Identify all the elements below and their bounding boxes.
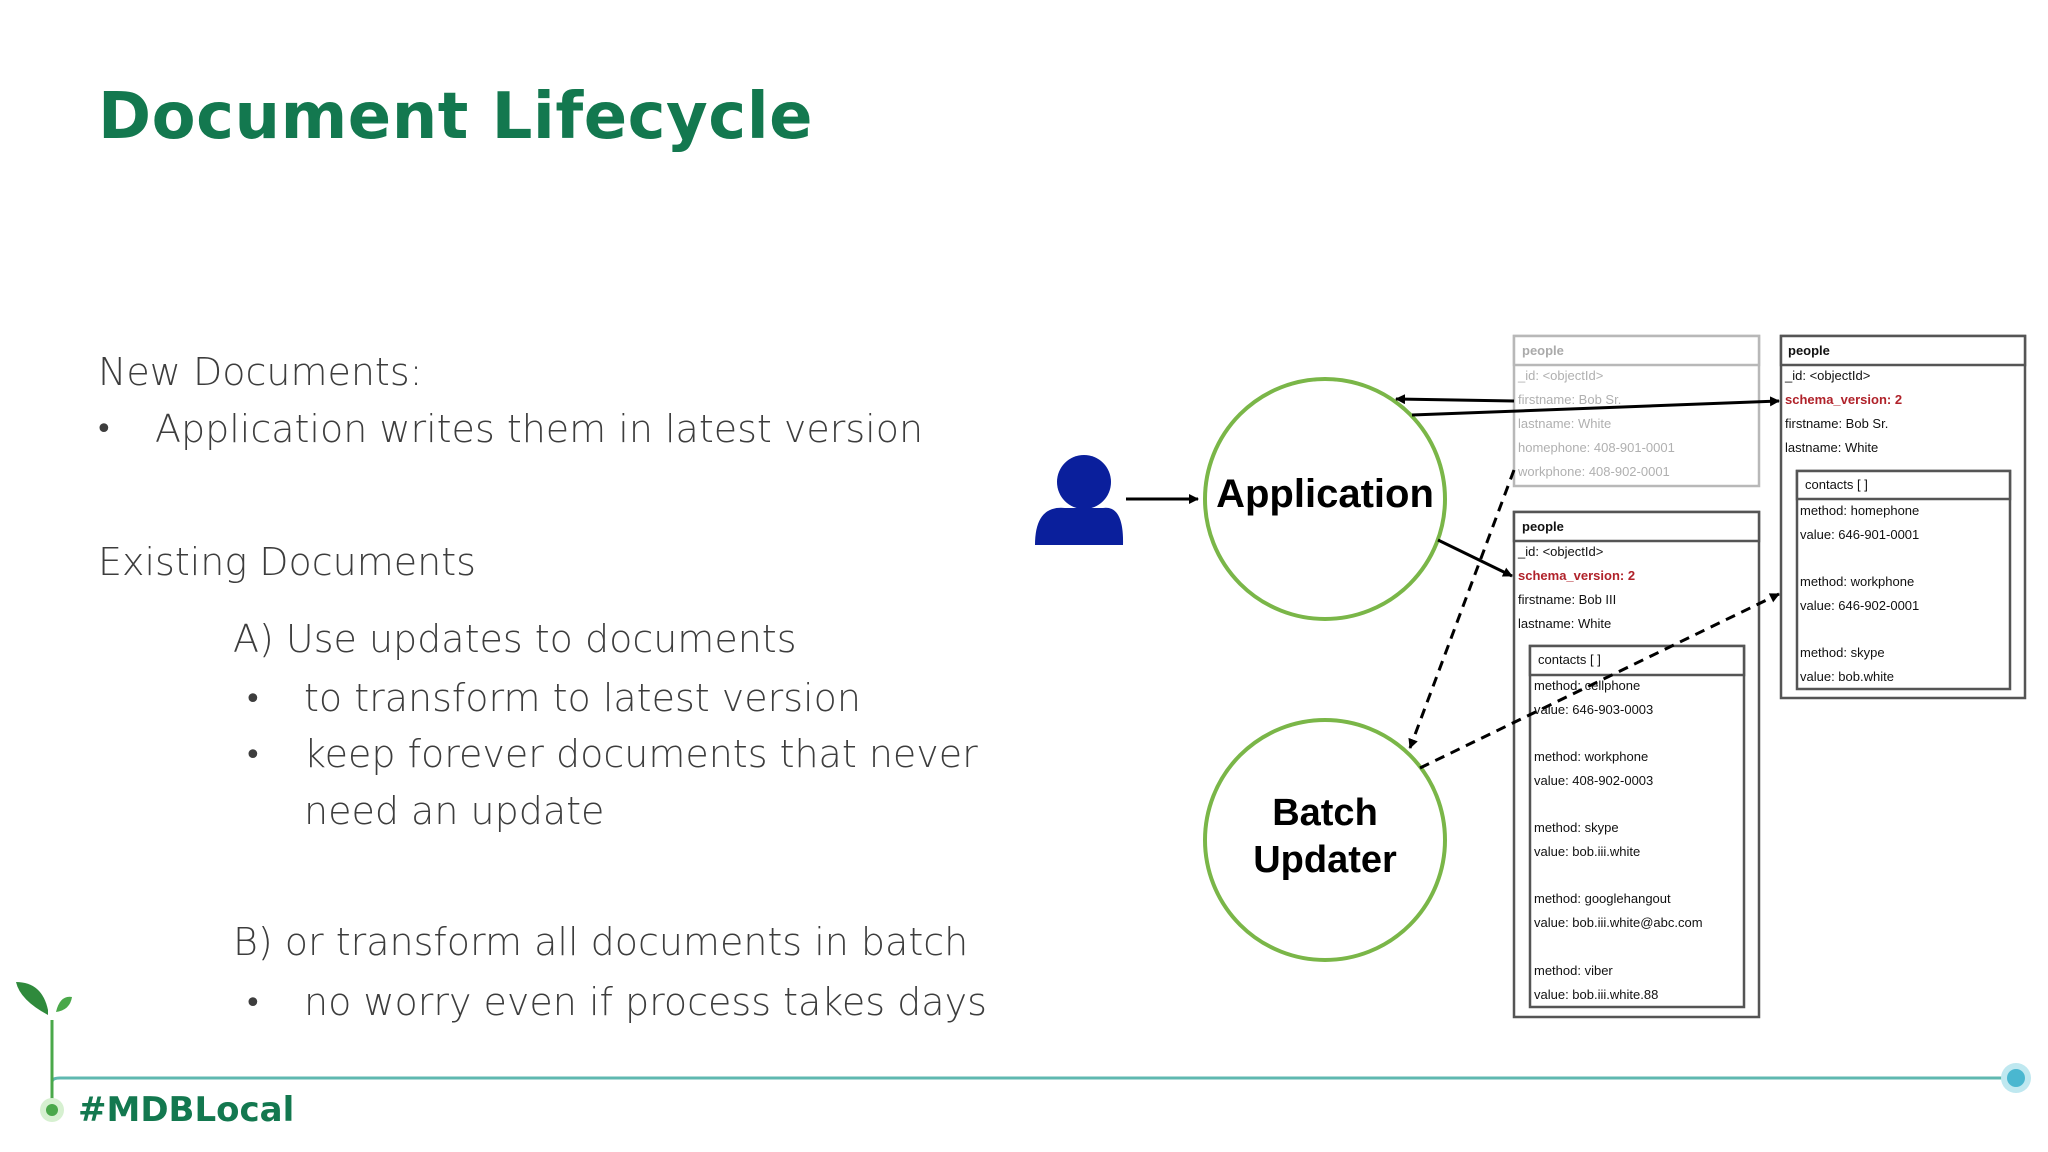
doc-mid-header: people — [1522, 519, 1564, 534]
doc-old-field: homephone: 408-901-0001 — [1518, 440, 1675, 455]
write-mid-arrow — [1437, 538, 1513, 578]
bullet-dot: • — [95, 412, 113, 447]
doc-new-contact: value: 646-901-0001 — [1800, 527, 1919, 542]
doc-mid: people _id: <objectId> schema_version: 2… — [1512, 510, 1761, 1019]
bullet-dot: • — [244, 986, 262, 1021]
read-old-arrow — [1395, 394, 1515, 405]
doc-new-field: lastname: White — [1785, 440, 1878, 455]
batch-label-1: Batch — [1272, 792, 1378, 834]
application-label: Application — [1216, 472, 1434, 516]
slide-title: Document Lifecycle — [98, 80, 814, 154]
doc-mid-field: _id: <objectId> — [1517, 544, 1603, 559]
write-new-arrow — [1411, 396, 1780, 417]
doc-mid-contact: value: 646-903-0003 — [1534, 702, 1653, 717]
doc-new-contact: value: 646-902-0001 — [1800, 598, 1919, 613]
doc-new-contact: method: homephone — [1800, 503, 1919, 518]
doc-old-field: lastname: White — [1518, 416, 1611, 431]
doc-new-field: _id: <objectId> — [1784, 368, 1870, 383]
existing-documents-heading: Existing Documents — [98, 540, 476, 584]
doc-old-header: people — [1522, 343, 1564, 358]
batch-updater-circle — [1203, 718, 1447, 962]
hashtag: #MDBLocal — [78, 1090, 295, 1130]
option-a-bullet-2-cont: need an update — [304, 789, 605, 833]
doc-new-contact: method: workphone — [1800, 574, 1914, 589]
doc-new-contact: method: skype — [1800, 645, 1885, 660]
footer-decoration — [16, 982, 2031, 1122]
doc-mid-contact: value: bob.iii.white.88 — [1534, 987, 1658, 1002]
doc-new-header: people — [1788, 343, 1830, 358]
leaf-icon — [16, 982, 48, 1015]
doc-mid-contact: value: bob.iii.white@abc.com — [1534, 915, 1703, 930]
batch-write-dashed-arrow — [1419, 592, 1780, 770]
doc-mid-contact: method: cellphone — [1534, 678, 1640, 693]
doc-mid-contact: method: workphone — [1534, 749, 1648, 764]
option-a-text: A) Use updates to documents — [233, 617, 797, 661]
doc-old-field: firstname: Bob Sr. — [1518, 392, 1621, 407]
doc-new-field: firstname: Bob Sr. — [1785, 416, 1888, 431]
doc-mid-field: firstname: Bob III — [1518, 592, 1616, 607]
doc-mid-contact: method: viber — [1534, 963, 1613, 978]
doc-new-contact: value: bob.white — [1800, 669, 1894, 684]
user-icon — [1035, 455, 1124, 545]
doc-new-contacts-header: contacts [ ] — [1805, 477, 1868, 492]
doc-new-schema-version: schema_version: 2 — [1785, 392, 1902, 407]
doc-mid-contact: method: googlehangout — [1534, 891, 1671, 906]
batch-read-dashed-arrow — [1408, 469, 1516, 749]
option-a-bullet-1: to transform to latest version — [304, 676, 861, 720]
application-circle — [1203, 377, 1447, 621]
doc-old-field: workphone: 408-902-0001 — [1517, 464, 1670, 479]
leaf-icon — [56, 996, 72, 1012]
batch-label-2: Updater — [1253, 839, 1397, 881]
doc-mid-contact: method: skype — [1534, 820, 1619, 835]
doc-mid-contact: value: bob.iii.white — [1534, 844, 1640, 859]
option-b-text: B) or transform all documents in batch — [233, 920, 969, 964]
doc-mid-schema-version: schema_version: 2 — [1518, 568, 1635, 583]
new-documents-heading: New Documents: — [98, 350, 423, 394]
bullet-dot: • — [244, 738, 262, 773]
option-b-bullet-1: no worry even if process takes days — [304, 980, 987, 1024]
option-a-bullet-2: keep forever documents that never — [304, 732, 978, 776]
doc-mid-contact: value: 408-902-0003 — [1534, 773, 1653, 788]
doc-mid-field: lastname: White — [1518, 616, 1611, 631]
doc-new: people _id: <objectId> schema_version: 2… — [1779, 334, 2027, 700]
doc-old-field: _id: <objectId> — [1517, 368, 1603, 383]
new-documents-bullet: Application writes them in latest versio… — [155, 407, 924, 451]
bullet-dot: • — [244, 682, 262, 717]
doc-mid-contacts-header: contacts [ ] — [1538, 652, 1601, 667]
